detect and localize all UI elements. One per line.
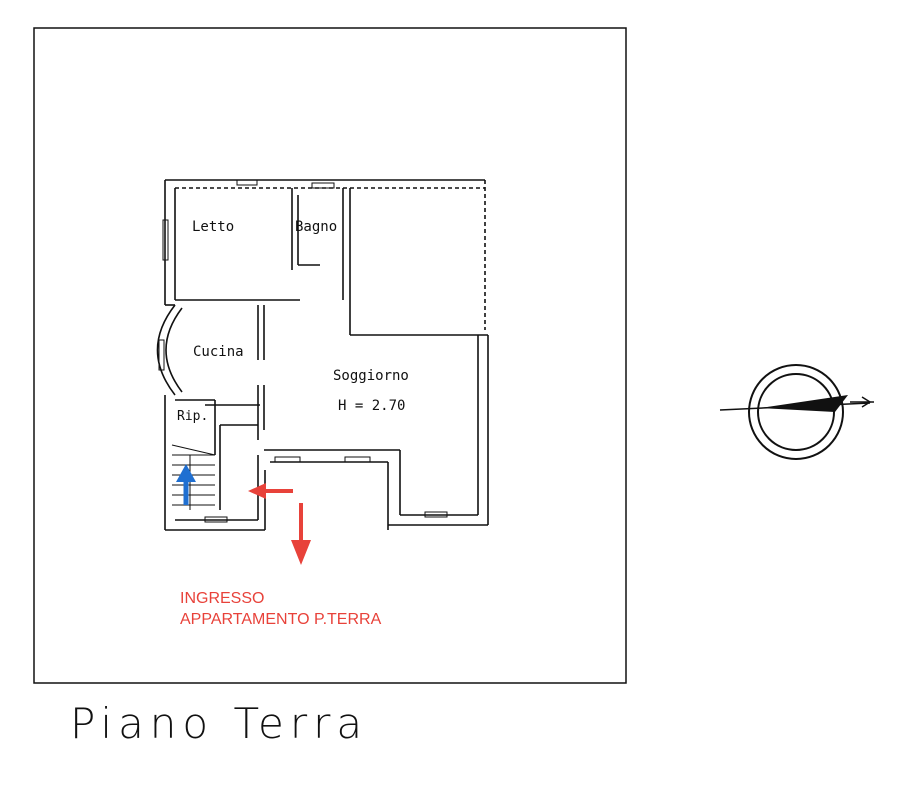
entrance-arrow-down-icon [291, 503, 311, 565]
sheet-frame [33, 27, 627, 684]
entrance-arrow-left-icon [248, 483, 293, 499]
north-arrow-icon [719, 364, 874, 460]
walls [156, 179, 489, 531]
room-label-ripostiglio: Rip. [177, 409, 208, 424]
windows [158, 179, 448, 523]
entrance-label-line1: INGRESSO [180, 590, 264, 607]
sheet-title: Piano Terra [70, 699, 368, 748]
stair-up-arrow-icon [176, 464, 196, 505]
room-label-soggiorno: Soggiorno [333, 368, 409, 384]
staircase [171, 444, 216, 510]
room-label-letto: Letto [192, 219, 234, 235]
room-label-cucina: Cucina [193, 344, 244, 360]
room-label-bagno: Bagno [295, 219, 337, 235]
ceiling-height-label: H = 2.70 [338, 398, 405, 414]
entrance-label-line2: APPARTAMENTO P.TERRA [180, 611, 382, 628]
